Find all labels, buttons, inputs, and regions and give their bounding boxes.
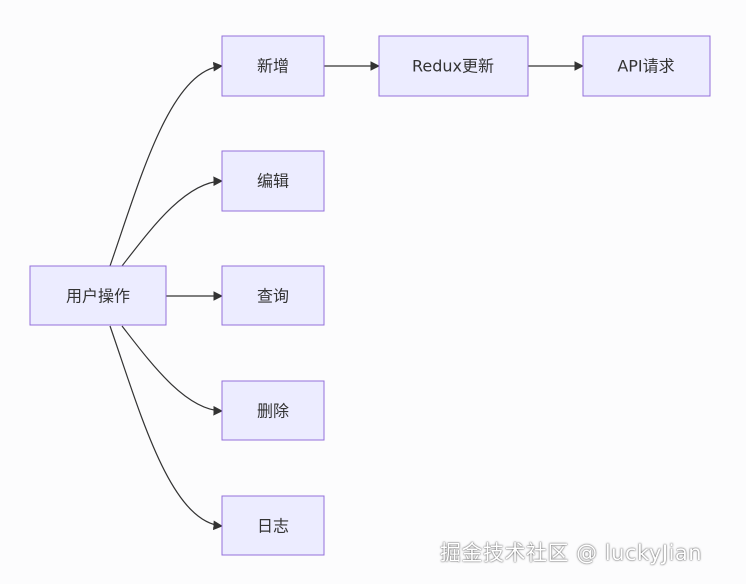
node-delete-label: 删除 [257,402,289,421]
node-add: 新增 [221,35,325,97]
node-api-request-label: API请求 [617,57,674,76]
watermark: 掘金技术社区 @ luckyJian [440,541,703,565]
edge-user-action-to-delete [121,325,223,416]
node-redux-update-label: Redux更新 [412,57,494,76]
node-redux-update: Redux更新 [378,35,529,97]
node-edit: 编辑 [221,150,325,212]
node-api-request: API请求 [582,35,711,97]
node-add-label: 新增 [257,57,289,76]
edge-user-action-to-add [109,61,223,267]
node-query: 查询 [221,265,325,326]
edge-user-action-to-edit [121,176,223,267]
edge-user-action-to-log [109,325,223,531]
node-edit-label: 编辑 [257,172,289,191]
node-log: 日志 [221,495,325,556]
node-delete: 删除 [221,380,325,441]
node-query-label: 查询 [257,287,289,306]
node-log-label: 日志 [257,517,289,536]
node-user-action: 用户操作 [29,265,167,326]
node-user-action-label: 用户操作 [66,287,130,306]
